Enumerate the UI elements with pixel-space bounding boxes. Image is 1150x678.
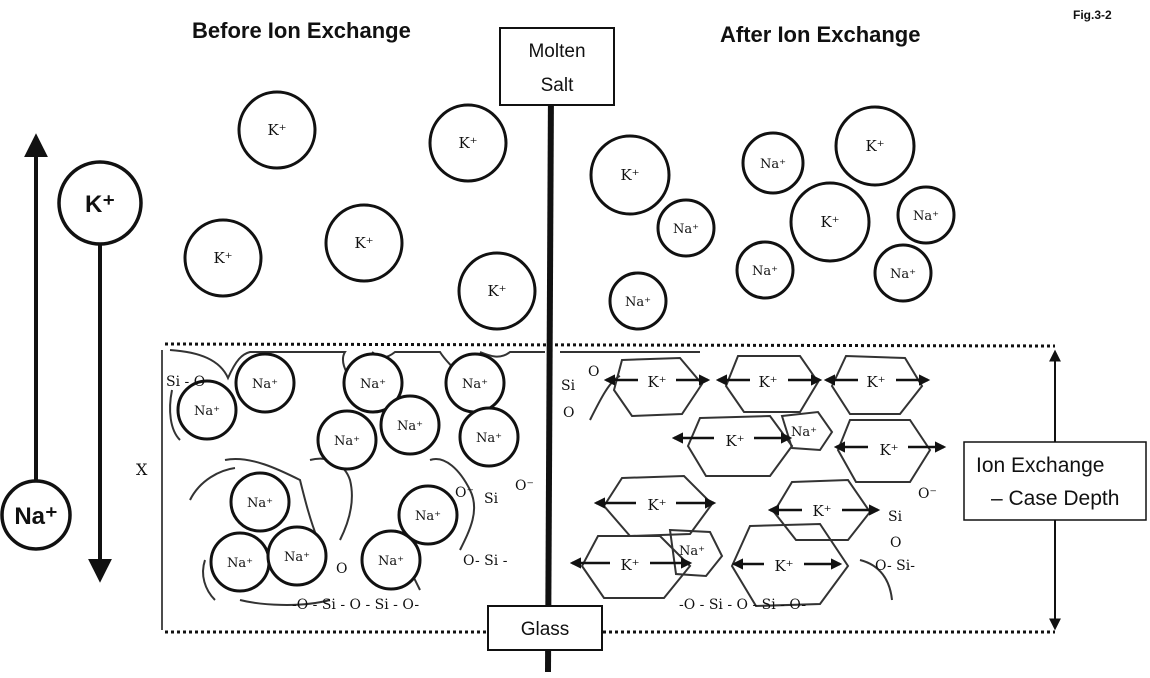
before-salt-ions: K⁺ K⁺ K⁺ K⁺ K⁺ (185, 92, 535, 329)
k-legend-label: K⁺ (85, 191, 115, 218)
ion-k: K⁺ (326, 205, 402, 281)
ion-k: K⁺ (239, 92, 315, 168)
ion-k: K⁺ (866, 373, 885, 391)
ion-k: K⁺ (774, 557, 793, 575)
svg-text:Na⁺: Na⁺ (360, 377, 386, 392)
chem-si: Si (561, 378, 576, 394)
ion-na: Na⁺ (679, 544, 705, 559)
svg-text:Na⁺: Na⁺ (227, 556, 253, 571)
svg-text:Na⁺: Na⁺ (252, 377, 278, 392)
svg-text:Na⁺: Na⁺ (752, 264, 778, 279)
svg-text:K⁺: K⁺ (620, 166, 639, 184)
ion-na: Na⁺ (460, 408, 518, 466)
svg-text:Na⁺: Na⁺ (462, 377, 488, 392)
ion-na: Na⁺ (318, 411, 376, 469)
ion-k: K⁺ (812, 502, 831, 520)
center-divider (548, 88, 551, 672)
case-label-line2: – Case Depth (991, 487, 1119, 510)
svg-text:Na⁺: Na⁺ (673, 222, 699, 237)
ion-na: Na⁺ (898, 187, 954, 243)
svg-text:Na⁺: Na⁺ (913, 209, 939, 224)
molten-salt-box: Molten Salt (500, 28, 614, 105)
svg-text:Na⁺: Na⁺ (334, 434, 360, 449)
ion-na: Na⁺ (791, 425, 817, 440)
chem-o-minus: O⁻ (918, 486, 937, 502)
svg-text:Na⁺: Na⁺ (890, 267, 916, 282)
ion-na: Na⁺ (231, 473, 289, 531)
chem-si: Si (484, 491, 499, 507)
svg-text:K⁺: K⁺ (820, 213, 839, 231)
ion-na: Na⁺ (211, 533, 269, 591)
ion-k: K⁺ (459, 253, 535, 329)
ion-na: Na⁺ (268, 527, 326, 585)
svg-text:Na⁺: Na⁺ (247, 496, 273, 511)
svg-text:Na⁺: Na⁺ (397, 419, 423, 434)
chem-o-si-dash: O- Si - (463, 553, 508, 569)
ion-na: Na⁺ (875, 245, 931, 301)
svg-text:Na⁺: Na⁺ (625, 295, 651, 310)
ion-na: Na⁺ (381, 396, 439, 454)
chem-o-minus: O⁻ (455, 485, 474, 501)
chem-o: O (588, 364, 599, 380)
ion-k: K⁺ (836, 107, 914, 185)
ion-na: Na⁺ (743, 133, 803, 193)
svg-text:Na⁺: Na⁺ (378, 554, 404, 569)
chem-si: Si (888, 509, 903, 525)
ion-na: Na⁺ (446, 354, 504, 412)
ion-k: K⁺ (758, 373, 777, 391)
molten-label-line2: Salt (541, 75, 574, 96)
glass-box: Glass (488, 606, 602, 650)
ion-k: K⁺ (591, 136, 669, 214)
ion-na: Na⁺ (737, 242, 793, 298)
ion-na: Na⁺ (658, 200, 714, 256)
ion-k: K⁺ (647, 496, 666, 514)
svg-text:Na⁺: Na⁺ (284, 550, 310, 565)
molten-label-line1: Molten (528, 41, 585, 62)
na-legend-label: Na⁺ (14, 503, 57, 530)
ion-na: Na⁺ (236, 354, 294, 412)
chem-si-o: Si - O (166, 374, 205, 390)
after-chem-labels: O Si O O⁻ Si O O- Si- -O - Si - O - Si -… (561, 364, 937, 613)
case-depth-box: Ion Exchange – Case Depth (964, 442, 1146, 520)
ion-k: K⁺ (647, 373, 666, 391)
glass-surface-line (165, 344, 1055, 346)
after-glass-ions: K⁺ K⁺ K⁺ K⁺ Na⁺ K⁺ K⁺ K⁺ K⁺ Na⁺ K⁺ (620, 373, 898, 575)
after-salt-ions: K⁺ Na⁺ K⁺ Na⁺ K⁺ Na⁺ Na⁺ Na⁺ Na⁺ (591, 107, 954, 329)
svg-text:Na⁺: Na⁺ (194, 404, 220, 419)
k-legend-ion: K⁺ (59, 162, 141, 244)
ion-na: Na⁺ (362, 531, 420, 589)
figure-label: Fig.3-2 (1073, 8, 1112, 22)
chem-o: O (336, 561, 347, 577)
svg-text:Na⁺: Na⁺ (760, 157, 786, 172)
ion-k: K⁺ (185, 220, 261, 296)
svg-text:Na⁺: Na⁺ (415, 509, 441, 524)
svg-text:Na⁺: Na⁺ (476, 431, 502, 446)
chem-o: O (890, 535, 901, 551)
ion-k: K⁺ (879, 441, 898, 459)
case-label-line1: Ion Exchange (976, 454, 1104, 477)
svg-text:K⁺: K⁺ (267, 121, 286, 139)
svg-text:K⁺: K⁺ (865, 137, 884, 155)
chem-o-si-chain-after: -O - Si - O - Si - O- (679, 597, 806, 613)
ion-k: K⁺ (725, 432, 744, 450)
chem-o-si: O- Si- (875, 558, 915, 574)
chem-o: O (563, 405, 574, 421)
svg-text:K⁺: K⁺ (213, 249, 232, 267)
svg-text:K⁺: K⁺ (458, 134, 477, 152)
chem-o-si-chain: -O - Si - O - Si - O- (292, 597, 419, 613)
ion-k: K⁺ (791, 183, 869, 261)
ion-na: Na⁺ (610, 273, 666, 329)
ion-k: K⁺ (430, 105, 506, 181)
svg-text:K⁺: K⁺ (354, 234, 373, 252)
svg-text:K⁺: K⁺ (487, 282, 506, 300)
ion-k: K⁺ (620, 556, 639, 574)
depth-label-x: X (136, 460, 148, 479)
chem-o-minus: O⁻ (515, 478, 534, 494)
heading-after: After Ion Exchange (720, 22, 920, 47)
glass-label: Glass (521, 619, 570, 640)
heading-before: Before Ion Exchange (192, 18, 411, 43)
na-legend-ion: Na⁺ (2, 481, 70, 549)
